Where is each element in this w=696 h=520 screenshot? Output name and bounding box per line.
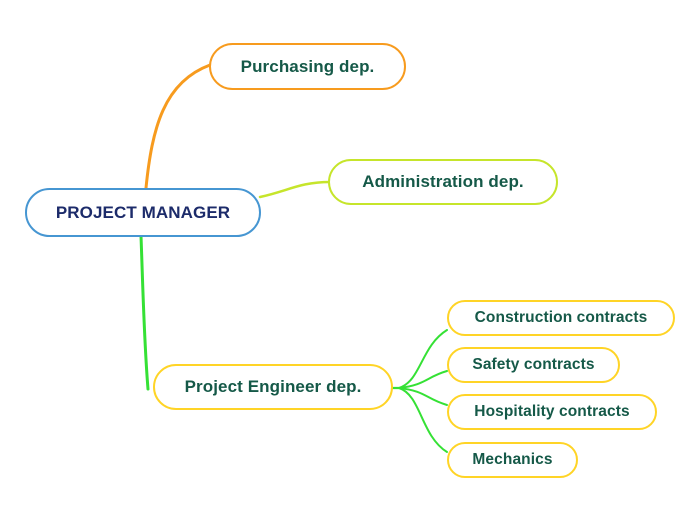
- node-hospitality-contracts[interactable]: Hospitality contracts: [447, 394, 657, 430]
- node-safety-contracts-label: Safety contracts: [472, 356, 595, 373]
- connector-engineer-construction: [398, 329, 448, 389]
- node-administration-dep-label: Administration dep.: [362, 172, 524, 191]
- connector-root-purchasing: [144, 63, 212, 190]
- node-project-manager[interactable]: PROJECT MANAGER: [25, 188, 261, 237]
- node-mechanics-label: Mechanics: [472, 451, 553, 468]
- node-administration-dep[interactable]: Administration dep.: [328, 159, 558, 205]
- node-hospitality-contracts-label: Hospitality contracts: [474, 403, 630, 420]
- connector-root-administration: [258, 180, 332, 199]
- node-construction-contracts-label: Construction contracts: [474, 309, 648, 326]
- connector-engineer-hospitality: [398, 387, 448, 406]
- node-construction-contracts[interactable]: Construction contracts: [447, 300, 675, 336]
- node-purchasing-dep[interactable]: Purchasing dep.: [209, 43, 406, 90]
- node-mechanics[interactable]: Mechanics: [447, 442, 578, 478]
- node-project-manager-label: PROJECT MANAGER: [55, 202, 231, 222]
- node-purchasing-dep-label: Purchasing dep.: [240, 56, 375, 76]
- node-project-engineer-dep-label: Project Engineer dep.: [184, 377, 362, 396]
- node-safety-contracts[interactable]: Safety contracts: [447, 347, 620, 383]
- connector-engineer-mechanics: [398, 387, 448, 453]
- node-project-engineer-dep[interactable]: Project Engineer dep.: [153, 364, 393, 410]
- connector-root-engineer: [139, 234, 150, 391]
- connector-engineer-safety: [398, 370, 448, 389]
